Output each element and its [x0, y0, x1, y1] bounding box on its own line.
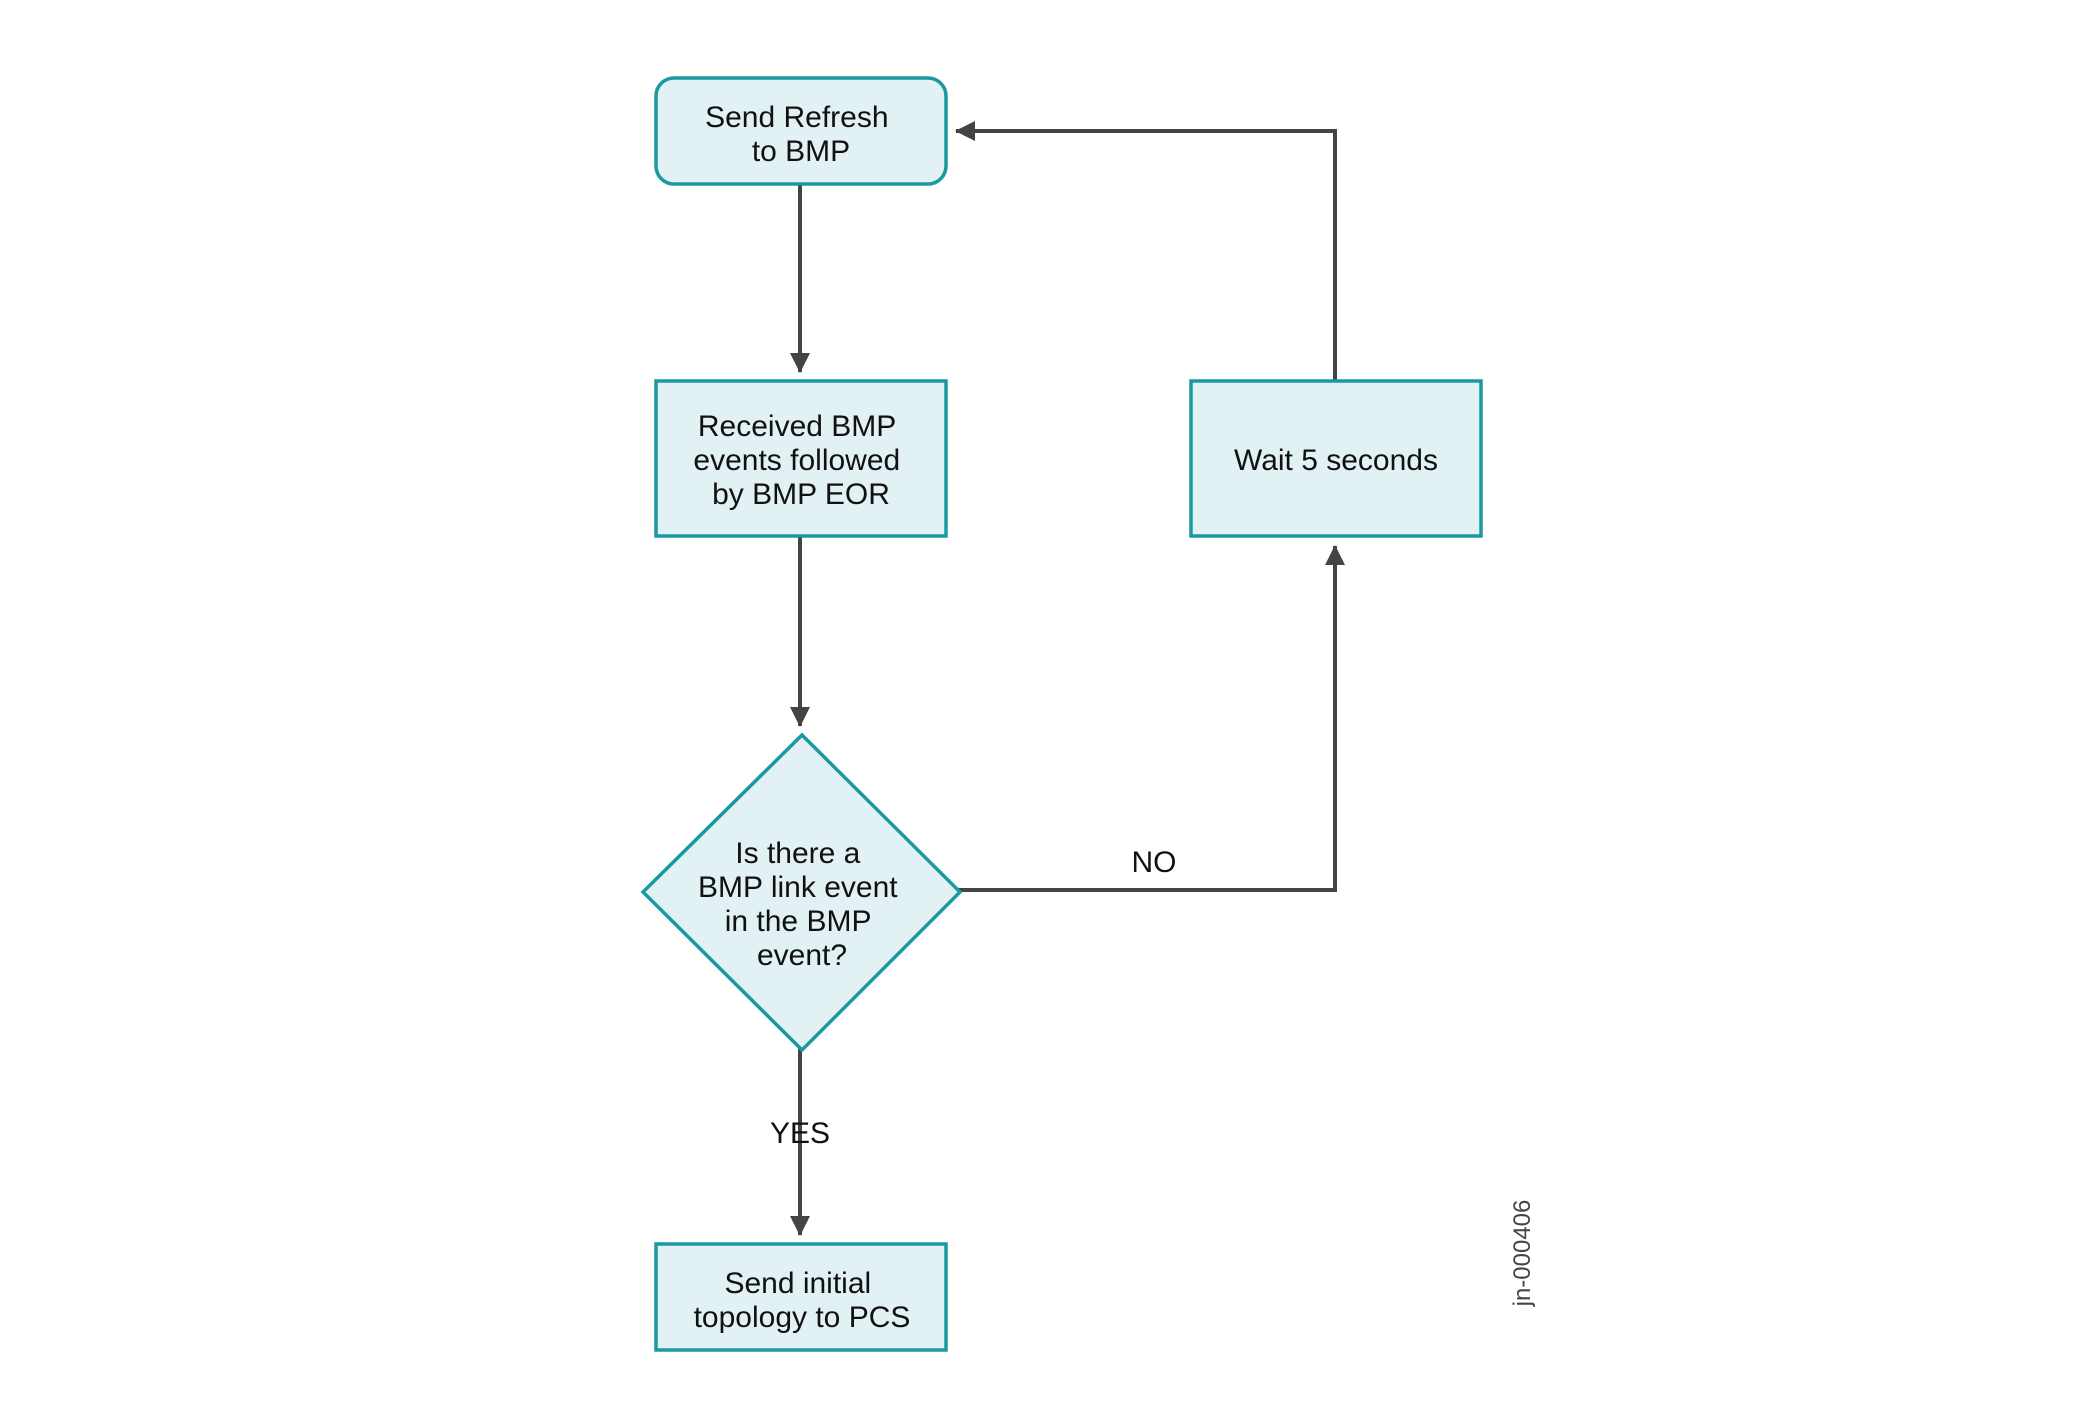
node-send-topology-shape: [654, 1242, 948, 1352]
node-send-topology: Send initial topology to PCS: [654, 1242, 948, 1352]
node-send-refresh-shape: [654, 76, 948, 186]
node-wait: Wait 5 seconds: [1189, 379, 1483, 538]
node-decision-line-3: in the BMP: [725, 905, 871, 938]
svg-text:Send Refresh to BMP: Send Refresh to BMP: [705, 101, 897, 168]
edge-label-no: NO: [1132, 846, 1177, 879]
svg-text:Wait 5 seconds: Wait 5 seconds: [1234, 444, 1438, 477]
node-decision: Is there a BMP link event in the BMP eve…: [640, 732, 963, 1053]
node-decision-shape: [640, 732, 963, 1053]
node-send-refresh-line-2: to BMP: [752, 135, 850, 168]
node-decision-line-1: Is there a: [735, 837, 860, 870]
svg-text:Is there a BMP link even: Is there a BMP link event in the BMP eve…: [698, 837, 906, 972]
node-wait-line-1: Wait 5 seconds: [1234, 444, 1438, 477]
edge-label-yes: YES: [770, 1117, 830, 1150]
svg-text:Received BMP events foll: Received BMP events followed by BMP EOR: [693, 410, 908, 511]
svg-text:Send initial topology to: Send initial topology to PCS: [694, 1267, 911, 1334]
node-send-refresh-line-1: Send Refresh: [705, 101, 888, 134]
document-id: jn-000406: [1509, 1200, 1536, 1308]
connectors: [790, 121, 1345, 1236]
node-wait-shape: [1189, 379, 1483, 538]
node-decision-line-4: event?: [757, 939, 847, 972]
node-send-topology-line-1: Send initial: [724, 1267, 871, 1300]
node-decision-line-2: BMP link event: [698, 871, 898, 904]
node-received-events-line-1: Received BMP: [698, 410, 896, 443]
node-send-topology-line-2: topology to PCS: [694, 1301, 911, 1334]
node-received-events: Received BMP events followed by BMP EOR: [654, 379, 948, 538]
node-received-events-line-3: by BMP EOR: [712, 478, 890, 511]
node-received-events-line-2: events followed: [693, 444, 900, 477]
node-received-events-shape: [654, 379, 948, 538]
arrow-wait-to-refresh: [955, 121, 1337, 380]
arrow-decision-no: [958, 545, 1345, 892]
node-send-refresh: Send Refresh to BMP: [654, 76, 948, 186]
